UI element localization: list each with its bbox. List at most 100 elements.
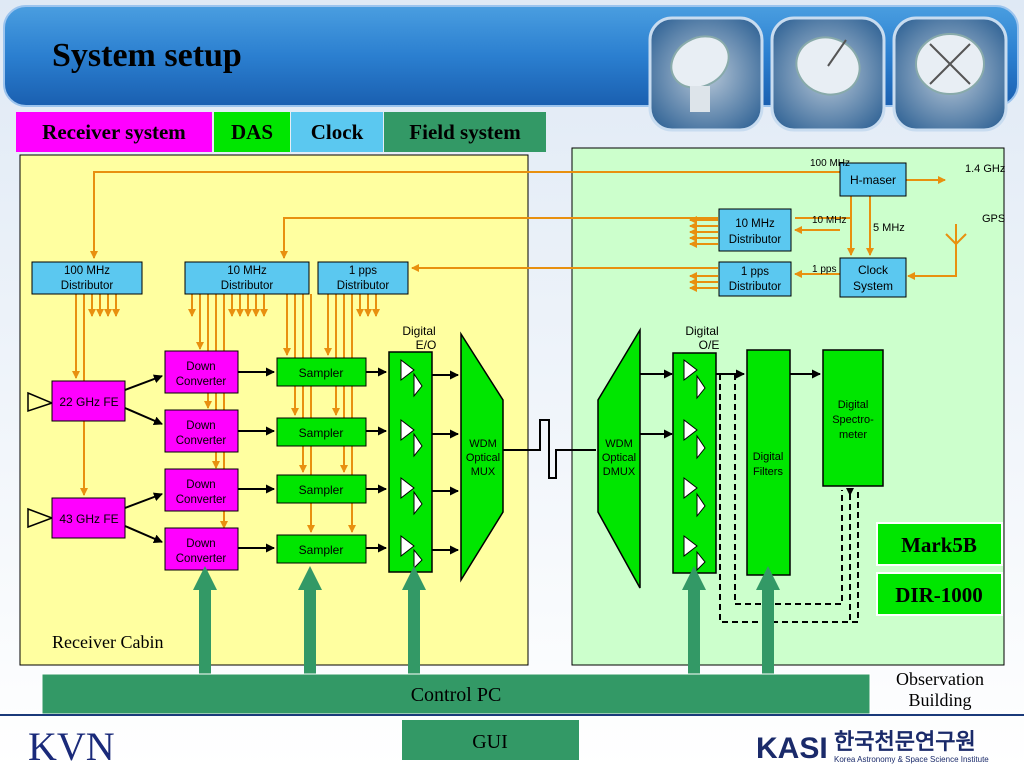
svg-text:Digital: Digital xyxy=(685,324,718,338)
svg-text:WDM: WDM xyxy=(605,438,633,450)
svg-text:WDM: WDM xyxy=(469,438,497,450)
label-1pps: 1 pps xyxy=(812,264,836,275)
receiver-cabin-label: Receiver Cabin xyxy=(52,632,163,652)
svg-text:Optical: Optical xyxy=(466,452,500,464)
svg-text:O/E: O/E xyxy=(699,338,720,352)
org-korean-name: 한국천문연구원 xyxy=(834,729,976,754)
svg-text:Distributor: Distributor xyxy=(729,234,782,246)
observation-building-label-2: Building xyxy=(908,690,971,710)
svg-text:Distributor: Distributor xyxy=(221,280,274,292)
control-arrows xyxy=(193,566,780,678)
svg-text:H-maser: H-maser xyxy=(850,173,896,187)
antenna-photo-2 xyxy=(770,16,886,132)
svg-text:System: System xyxy=(853,279,893,293)
kasi-logo: KASI 한국천문연구원 Korea Astronomy & Space Sci… xyxy=(756,729,989,765)
tab-clock[interactable]: Clock xyxy=(291,112,383,152)
svg-text:Distributor: Distributor xyxy=(729,281,782,293)
gui-label: GUI xyxy=(472,731,508,753)
svg-text:Digital: Digital xyxy=(838,399,869,411)
dir1000-label: DIR-1000 xyxy=(895,583,983,607)
distributor-100mhz: 100 MHz Distributor xyxy=(31,261,143,295)
svg-text:Optical: Optical xyxy=(602,452,636,464)
gps-antenna-icon xyxy=(945,224,967,245)
sampler-2: Sampler xyxy=(276,417,367,447)
svg-text:Down: Down xyxy=(186,420,215,432)
label-gps: GPS xyxy=(982,213,1005,225)
svg-text:1 pps: 1 pps xyxy=(741,266,769,278)
hmaser-box: H-maser xyxy=(839,162,907,197)
digital-eo: Digital E/O xyxy=(388,324,437,573)
svg-text:Digital: Digital xyxy=(402,324,435,338)
svg-text:Sampler: Sampler xyxy=(299,543,344,557)
down-converter-1: Down Converter xyxy=(164,350,239,394)
svg-text:Sampler: Sampler xyxy=(299,366,344,380)
svg-text:43 GHz FE: 43 GHz FE xyxy=(59,512,118,526)
wdm-optical-mux: WDM Optical MUX xyxy=(460,331,504,583)
digital-oe: Digital O/E xyxy=(672,324,720,574)
observation-building-label-1: Observation xyxy=(896,669,984,689)
frontend-22ghz: 22 GHz FE xyxy=(27,380,126,422)
svg-text:Sampler: Sampler xyxy=(299,483,344,497)
down-converter-4: Down Converter xyxy=(164,527,239,571)
tab-receiver-system[interactable]: Receiver system xyxy=(16,112,212,152)
svg-text:Sampler: Sampler xyxy=(299,426,344,440)
obs-distributor-1pps: 1 pps Distributor xyxy=(718,261,792,297)
svg-text:Spectro-: Spectro- xyxy=(832,414,874,426)
svg-text:meter: meter xyxy=(839,429,867,441)
down-converter-2: Down Converter xyxy=(164,409,239,453)
svg-text:MUX: MUX xyxy=(471,466,496,478)
distributor-1pps: 1 pps Distributor xyxy=(317,261,409,295)
distributor-10mhz: 10 MHz Distributor xyxy=(184,261,310,295)
svg-text:Down: Down xyxy=(186,361,215,373)
svg-text:Converter: Converter xyxy=(176,494,227,506)
svg-text:Converter: Converter xyxy=(176,435,227,447)
svg-text:Down: Down xyxy=(186,538,215,550)
slide-title: System setup xyxy=(52,37,242,74)
svg-text:Converter: Converter xyxy=(176,376,227,388)
label-1-4ghz: 1.4 GHz xyxy=(965,163,1005,175)
svg-text:Clock: Clock xyxy=(858,263,889,277)
svg-text:E/O: E/O xyxy=(416,338,437,352)
svg-text:10 MHz: 10 MHz xyxy=(227,265,267,277)
frontend-43ghz: 43 GHz FE xyxy=(27,497,126,539)
obs-distributor-10mhz: 10 MHz Distributor xyxy=(718,208,792,252)
mark5b-box xyxy=(876,522,1003,566)
sampler-1: Sampler xyxy=(276,357,367,387)
svg-text:1 pps: 1 pps xyxy=(349,265,377,277)
svg-text:10 MHz: 10 MHz xyxy=(735,218,775,230)
svg-text:100 MHz: 100 MHz xyxy=(64,265,110,277)
svg-text:22 GHz FE: 22 GHz FE xyxy=(59,395,118,409)
svg-text:Distributor: Distributor xyxy=(61,280,114,292)
tab-field-system[interactable]: Field system xyxy=(384,112,546,152)
label-100mhz: 100 MHz xyxy=(810,158,850,169)
svg-text:Digital: Digital xyxy=(753,451,784,463)
dir1000-box xyxy=(876,572,1003,616)
sampler-4: Sampler xyxy=(276,534,367,564)
svg-text:Down: Down xyxy=(186,479,215,491)
svg-text:Distributor: Distributor xyxy=(337,280,390,292)
label-5mhz: 5 MHz xyxy=(873,222,905,234)
digital-spectrometer: Digital Spectro- meter xyxy=(822,349,884,487)
antenna-photo-1 xyxy=(648,16,764,132)
sampler-3: Sampler xyxy=(276,474,367,504)
dashed-arrow-head xyxy=(846,488,854,496)
mark5b-label: Mark5B xyxy=(901,533,977,557)
antenna-photo-3 xyxy=(892,16,1008,132)
kvn-label: KVN xyxy=(28,724,115,768)
tab-das[interactable]: DAS xyxy=(214,112,290,152)
clock-system-box: Clock System xyxy=(839,257,907,298)
down-converter-3: Down Converter xyxy=(164,468,239,512)
svg-text:KASI: KASI xyxy=(756,732,828,765)
gui-box xyxy=(402,720,579,760)
signal-lines xyxy=(124,367,821,555)
svg-text:DMUX: DMUX xyxy=(603,466,636,478)
label-10mhz: 10 MHz xyxy=(812,215,846,226)
dashed-links xyxy=(719,374,859,623)
digital-filters: Digital Filters xyxy=(746,349,791,576)
control-pc-bar xyxy=(41,673,871,715)
wdm-optical-dmux: WDM Optical DMUX xyxy=(597,327,641,589)
control-pc-label: Control PC xyxy=(411,684,502,706)
header-bar xyxy=(3,5,1019,107)
org-english-name: Korea Astronomy & Space Science Institut… xyxy=(834,755,989,764)
svg-text:Converter: Converter xyxy=(176,553,227,565)
